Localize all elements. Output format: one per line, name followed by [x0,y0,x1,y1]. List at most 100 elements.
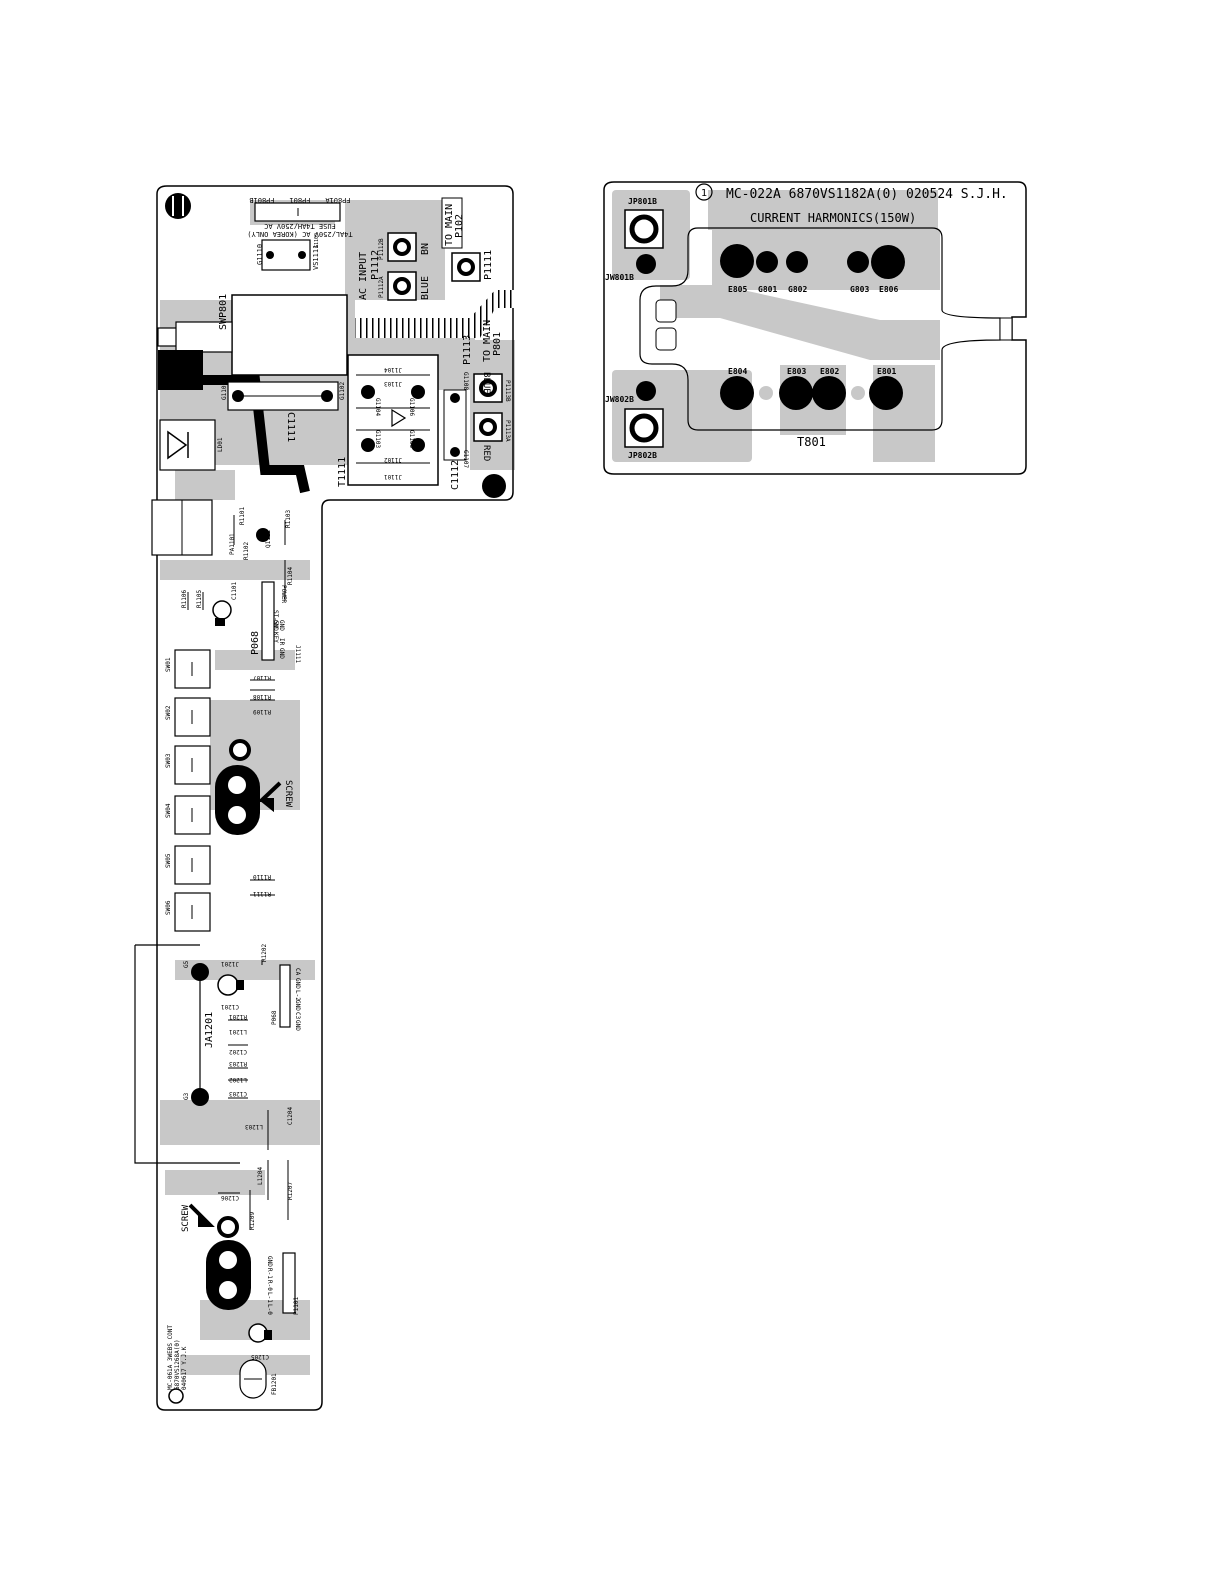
label-g1104: G1104 [374,398,381,416]
label-r1110: R1110 [253,873,271,880]
label-r1203: R1203 [229,1060,247,1067]
screw1-arrow [256,781,282,813]
jw802b-pad [636,381,656,401]
label-board-subtitle: CURRENT HARMONICS(150W) [750,211,916,225]
c1201-capacitor [217,974,239,996]
p1101-connector [282,1252,296,1314]
label-g1110: G1110 [256,244,264,265]
label-sw06: SW06 [165,900,172,915]
label-pin-gnd-3: GND [278,648,285,659]
label-blue-1: BLUE [420,276,431,300]
label-ld01: LD01 [217,437,224,452]
label-pin-gnd-2: GND [278,620,285,631]
label-p1112a: P1112A [378,276,385,298]
right-inner-outline [639,227,1001,431]
label-p1113b: P1113B [504,380,511,402]
label-r1107: R1107 [253,674,271,681]
right-board-outline [603,181,1027,475]
label-pin-ca: CA [294,968,301,976]
label-q1101: Q1101 [265,530,272,548]
label-pin-l1: L-1 [266,1292,273,1303]
screw2-arrow [188,1203,215,1227]
label-fp801a: FP801A [325,196,351,204]
label-fb1201: FB1201 [271,1373,278,1395]
label-c1201: C1201 [221,1003,239,1010]
label-sw04: SW04 [165,803,172,818]
label-e803: E803 [787,367,806,376]
label-j1103: J1103 [384,380,402,387]
label-r1102: R1102 [243,542,250,560]
label-g3: G3 [183,1092,190,1100]
label-pin-l0: L-0 [266,1304,273,1315]
right-board: 1 MC-022A 6870VS1182A(0) 020524 S.J.H. C… [603,181,1027,475]
label-g803: G803 [850,285,869,294]
label-bn: BN [420,243,431,255]
c1101-capacitor [212,600,232,620]
label-c1101: C1101 [231,582,238,600]
label-pin-gnd-1: GND [272,620,279,631]
label-pa1101: PA1101 [229,533,236,555]
label-j1102: J1102 [384,456,402,463]
label-red: RED [481,445,491,461]
ja1201-outline [134,944,240,1164]
label-p1112b: P1112B [378,238,385,260]
e805-pad [720,244,754,278]
label-e806: E806 [879,285,898,294]
label-r1209: R1209 [249,1212,256,1230]
label-p1111: P1111 [483,250,494,280]
label-id-line1: MC-061A 3WEBS CONT [167,1325,174,1390]
label-fuse-note1: T4AL/250V AC (KOREA ONLY) [247,230,352,238]
label-c1205: C1205 [251,1353,269,1360]
label-g1103: G1103 [374,430,381,448]
label-to-main-p102-b: P102 [454,214,465,238]
label-pin-gnd-6: GND [294,1020,301,1031]
label-p068-bottom: P068 [271,1010,278,1025]
label-revision-num: 1 [701,188,707,199]
e804-pad [720,376,754,410]
thick-trace [200,375,310,494]
hatched-trace [355,290,515,338]
screw2-top-ring [217,1216,239,1238]
label-r1108: R1108 [253,693,271,700]
left-thin-traces [187,515,289,1230]
label-sw05: SW05 [165,853,172,868]
screw1-slot [215,765,260,835]
label-g1106: G1106 [408,398,415,416]
label-g1108: G1108 [462,372,469,390]
label-r1103: R1103 [285,510,292,528]
label-p1113: P1113 [462,335,473,365]
label-blue-2: BLUE [481,372,491,394]
label-j1101: J1101 [384,473,402,480]
swp801-switch [231,294,348,376]
left-board-outline [156,185,514,1411]
p068-top-connector [261,581,275,661]
label-c1112: C1112 [450,460,461,490]
p068-bottom-connector [279,964,291,1028]
label-c1203: C1203 [229,1090,247,1097]
label-r1201: R1201 [229,1013,247,1020]
g803-pad [847,251,869,273]
c1112-capacitor [443,389,467,461]
label-pin-key: KEY [272,632,279,643]
label-fp801: FP801 [289,196,310,204]
label-screw-1: SCREW [283,780,293,808]
label-c1111: C1111 [285,412,296,442]
label-r1101: R1101 [239,507,246,525]
label-c1204: C1204 [287,1107,294,1125]
label-pin-gnd-4: GND [294,978,301,989]
label-e802: E802 [820,367,839,376]
label-r1111: R1111 [253,890,271,897]
tact-switches [174,649,211,932]
mounting-hole-bottom-right [482,474,506,498]
small-pad-2 [851,386,865,400]
label-jw802b: JW802B [605,395,634,404]
label-g1105: G1105 [408,430,415,448]
label-l1201: L1201 [229,1028,247,1035]
label-t801: T801 [797,435,826,449]
p1113a-connector [473,412,503,442]
e801-pad [869,376,903,410]
label-r1105: R1105 [196,590,203,608]
label-pin-gnd-5: GND [294,1000,301,1011]
label-r1106: R1106 [181,590,188,608]
